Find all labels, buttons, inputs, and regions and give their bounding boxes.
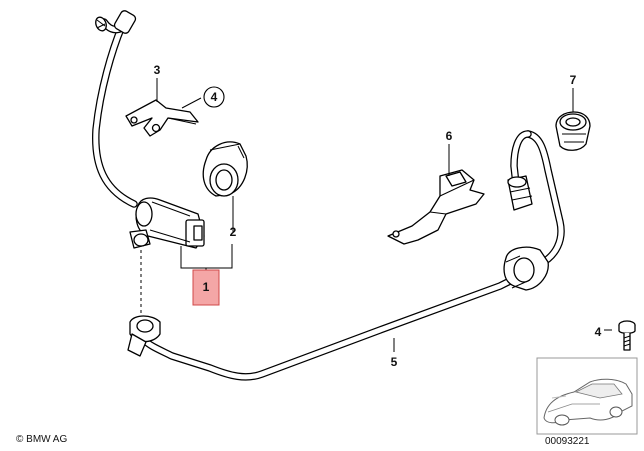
hose-top-fitting [95,10,137,34]
callout-6[interactable]: 6 [446,129,453,143]
bolt-inset: 4 [595,320,636,351]
callout-4-inset[interactable]: 4 [595,325,602,339]
callout-4[interactable]: 4 [211,90,218,104]
bracket-part-3 [125,99,199,137]
callout-7[interactable]: 7 [570,73,577,87]
grommet-part-2 [202,141,248,197]
highlight-box-part-1 [192,269,220,306]
leader-lines [156,78,612,352]
callout-1[interactable]: 1 [203,280,210,294]
grommet-part-7 [555,111,591,151]
callout-4-circle [203,86,225,108]
lower-hose-part-5 [140,130,565,381]
callout-2[interactable]: 2 [230,225,237,239]
copyright-text: © BMW AG [16,434,68,445]
hose-right-fitting [507,175,533,211]
diagram-number: 00093221 [545,436,590,447]
hose-clamp [503,246,549,291]
callout-5[interactable]: 5 [391,355,398,369]
holder-part-6 [387,169,485,245]
hose-lower-connector [127,315,161,357]
washer-pump-part-1 [129,197,205,249]
upper-hose [92,18,138,208]
car-location-thumbnail [536,357,638,435]
callout-3[interactable]: 3 [154,63,161,77]
